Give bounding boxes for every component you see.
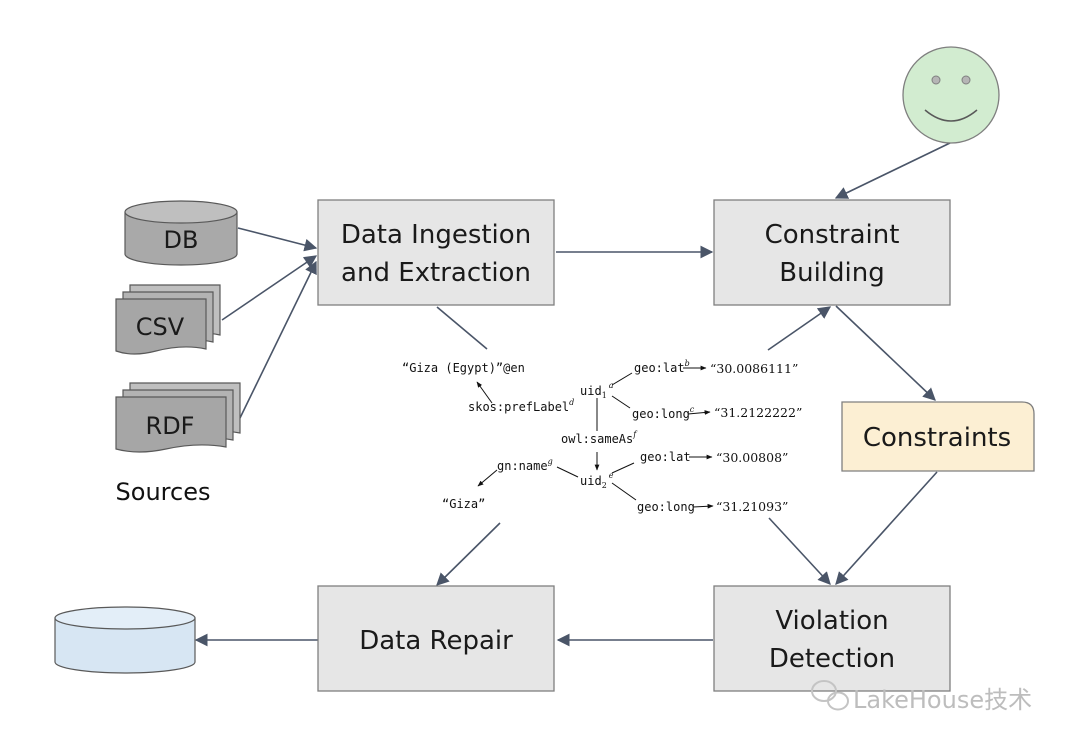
sources-caption: Sources [116,478,211,506]
arrow-graph-to-repair [436,522,501,586]
ingestion-line1: Data Ingestion [341,220,531,250]
long2-value: “31.21093” [716,499,788,514]
lat2-value: “30.00808” [716,450,788,465]
box-constraint-building: Constraint Building [713,199,951,306]
violation-line2: Detection [769,644,895,674]
box-data-ingestion: Data Ingestion and Extraction [317,199,555,306]
box-violation-detection: Violation Detection [713,585,951,692]
arrow-csv-to-ingestion [221,255,318,321]
source-rdf-label: RDF [146,412,195,440]
lat1-predicate: geo:latb [634,359,690,375]
long2-predicate: geo:long [637,500,695,514]
arrow-graph-to-detection [768,517,831,585]
long1-predicate: geo:longc [632,405,695,421]
source-db: DB [124,200,238,266]
lat1-value: “30.0086111” [710,361,798,376]
building-line2: Building [779,258,884,288]
watermark-text: LakeHouse技术 [853,686,1032,714]
building-line1: Constraint [765,220,900,250]
name-value: “Giza” [442,497,485,511]
uid1-node: uid1a [580,381,614,400]
connector-arrows [194,142,951,647]
line-ingestion-to-graph [436,306,488,350]
arrow-graph-to-building [767,306,832,351]
box-data-repair: Data Repair [317,585,555,692]
arrow-constraints-to-detection [835,471,938,585]
user-smiley-icon [902,46,1000,144]
source-csv-label: CSV [136,313,185,341]
ingestion-line2: and Extraction [341,258,531,288]
source-db-label: DB [164,226,199,254]
uid2-node: uid2e [580,471,614,490]
same-as-predicate: owl:sameAsf [561,430,638,446]
constraints-label: Constraints [863,423,1011,453]
lat2-predicate: geo:lat [640,450,691,464]
pref-label-predicate: skos:prefLabeld [468,398,574,414]
source-rdf: RDF [115,382,241,453]
pref-label-value: “Giza (Egypt)”@en [402,361,525,375]
arrow-rdf-to-ingestion [239,260,317,419]
arrow-user-to-building [834,142,951,199]
watermark: LakeHouse技术 [811,680,1032,714]
violation-line1: Violation [775,606,888,636]
wechat-icon [811,680,849,711]
arrow-db-to-ingestion [237,227,318,252]
name-predicate: gn:nameg [497,457,553,473]
repair-label: Data Repair [359,626,513,656]
knowledge-graph: “Giza (Egypt)”@en geo:latb “30.0086111” … [402,359,802,514]
long1-value: “31.2122222” [714,405,802,420]
arrow-building-to-constraints [835,305,936,401]
output-database [54,606,196,674]
box-constraints: Constraints [841,401,1035,472]
source-csv: CSV [115,284,221,355]
